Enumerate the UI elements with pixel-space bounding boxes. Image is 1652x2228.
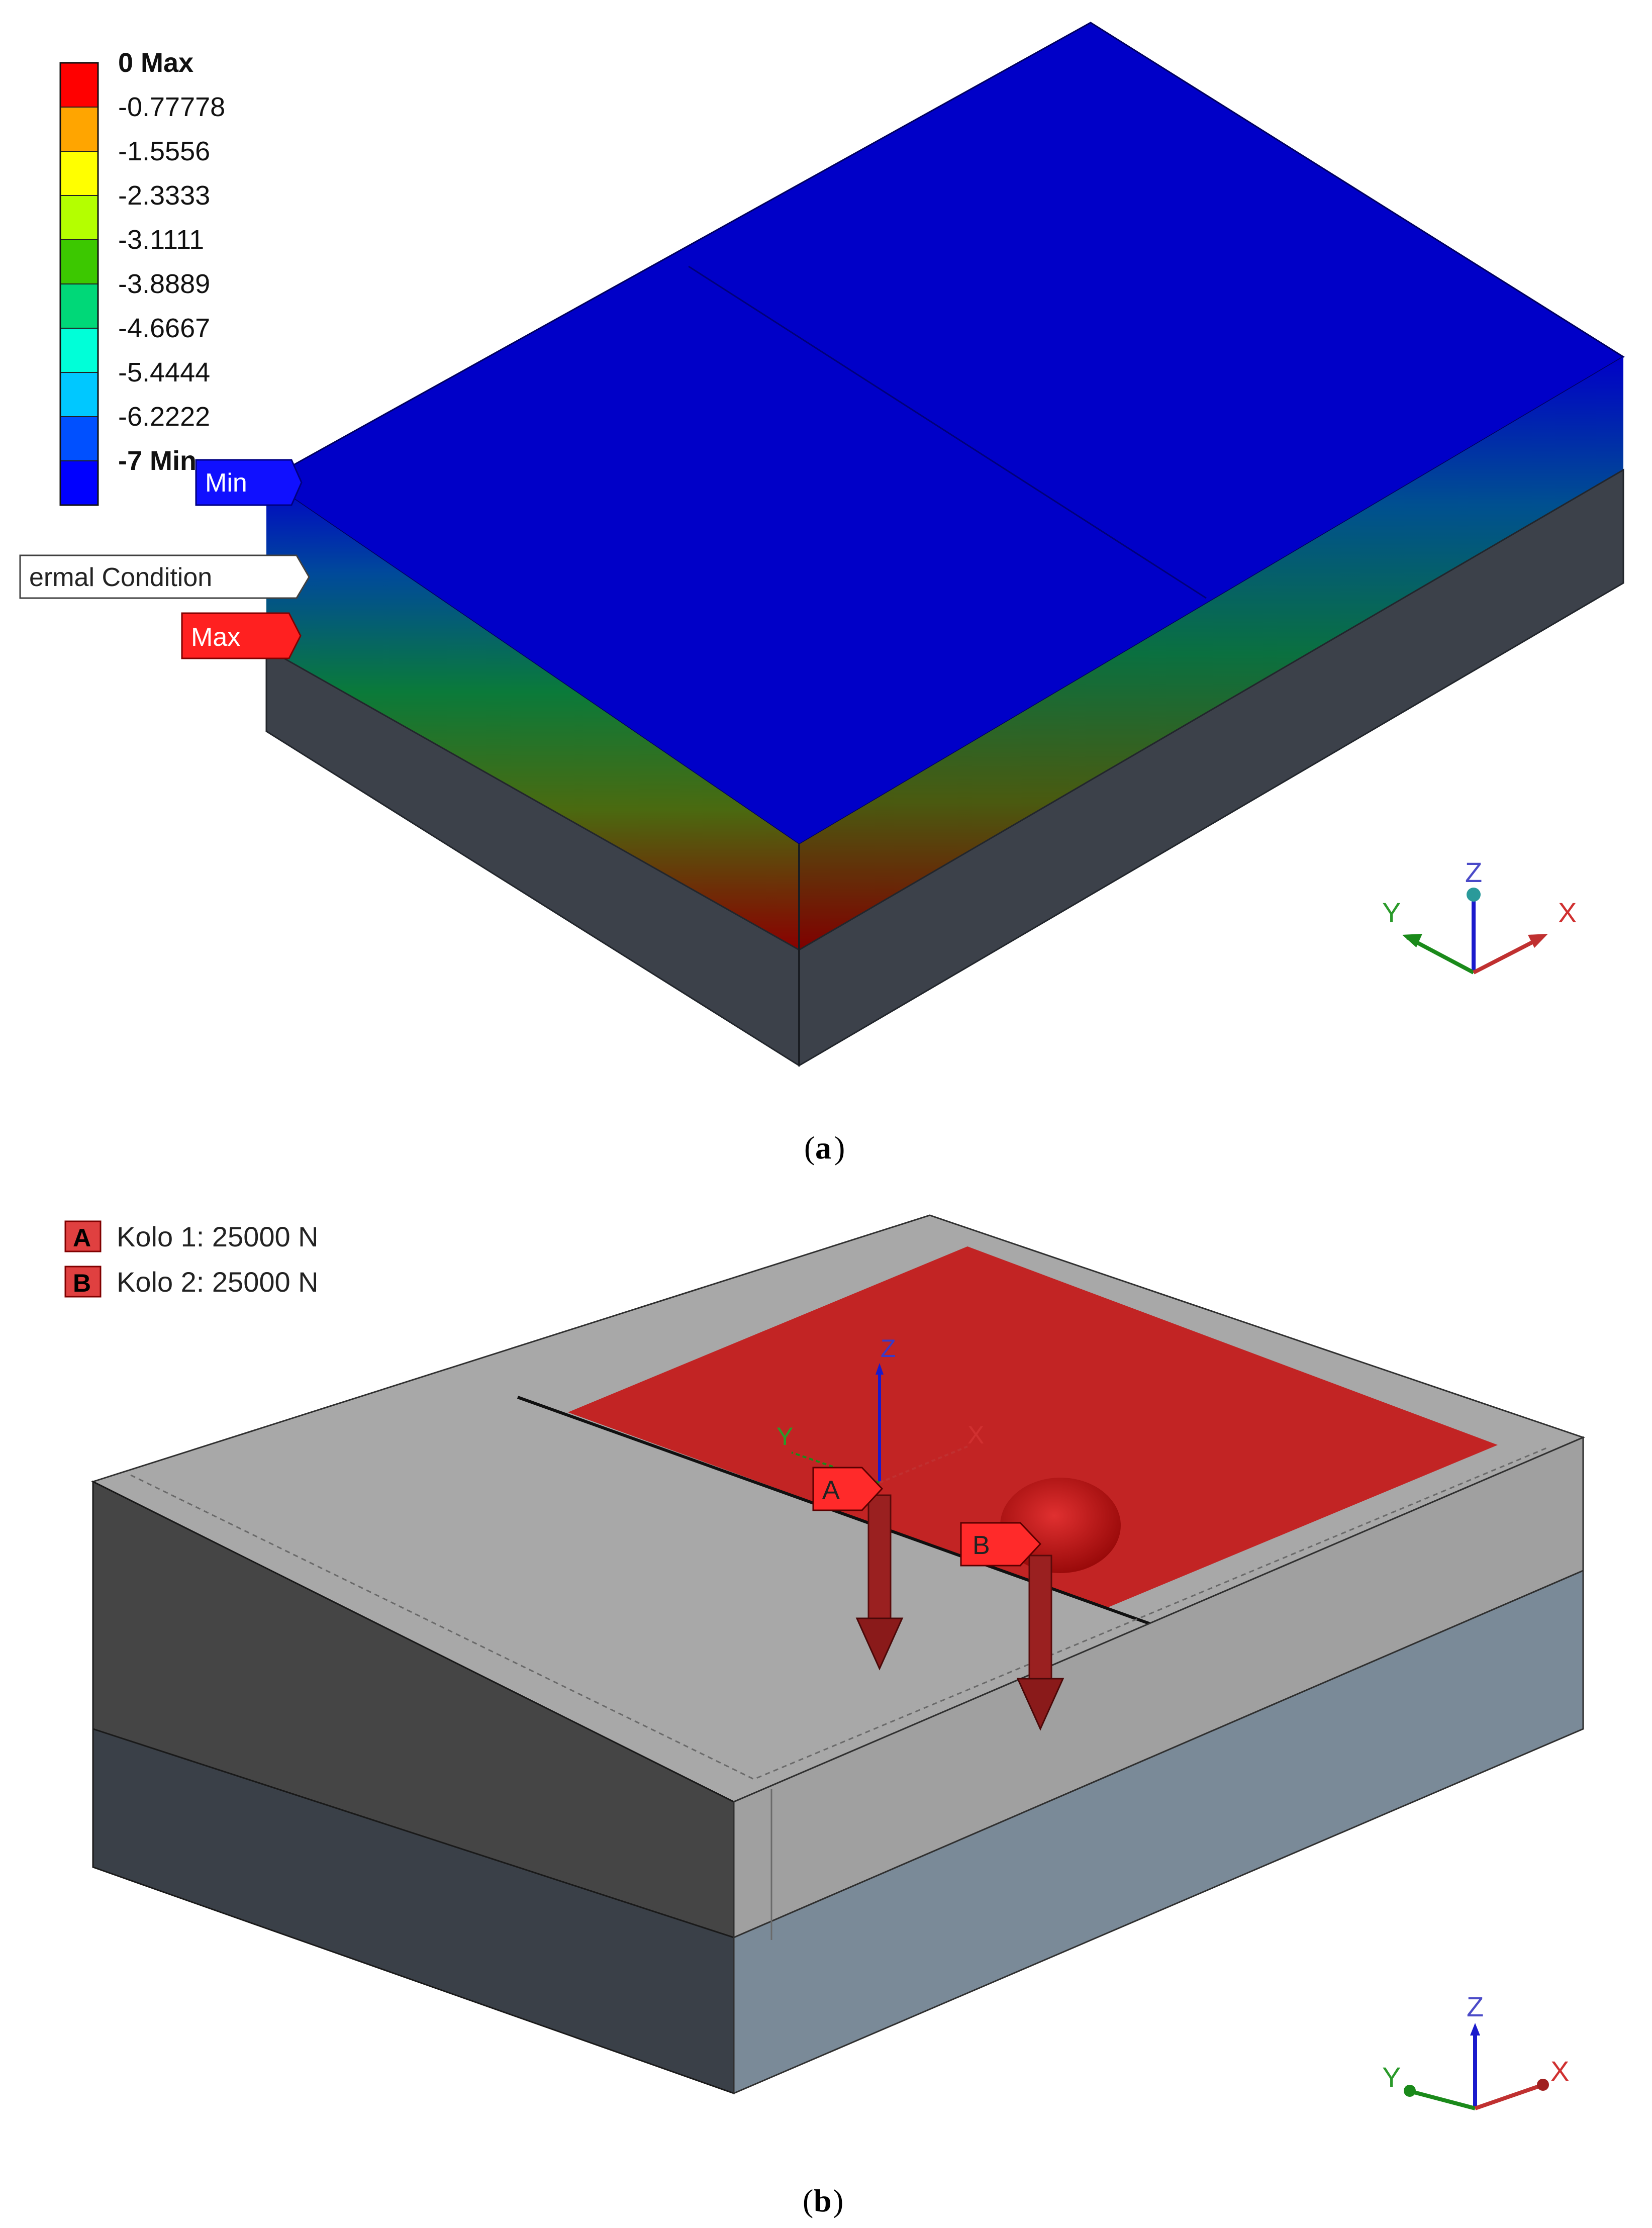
axis-y-label-b: Y — [1382, 2061, 1401, 2093]
legend-label: -5.4444 — [118, 357, 210, 388]
legend-label: -7 Min — [118, 446, 197, 476]
axis-x-label-b: X — [1550, 2055, 1569, 2087]
legend-label-b: Kolo 2: 25000 N — [117, 1266, 319, 1298]
legend-swatch — [60, 151, 99, 196]
force-arrow-b — [1016, 1555, 1064, 1731]
tag-b-label: B — [973, 1531, 990, 1560]
top-split-line — [688, 265, 1207, 599]
caption-b: ( b ) — [803, 2183, 843, 2218]
force-arrow-a — [855, 1494, 904, 1671]
legend-label: 0 Max — [118, 48, 193, 78]
legend-swatch — [60, 107, 99, 152]
load-legend-b: A Kolo 1: 25000 N B Kolo 2: 25000 N — [64, 1220, 319, 1298]
right-lower-face — [733, 1569, 1584, 2095]
panel-b: A Kolo 1: 25000 N B Kolo 2: 25000 N — [64, 1214, 1586, 2218]
tag-a: A — [812, 1467, 884, 1511]
legend-label-a: Kolo 1: 25000 N — [117, 1221, 319, 1252]
legend-label: -3.8889 — [118, 269, 210, 299]
legend-swatch — [60, 195, 99, 240]
min-tag: Min — [195, 459, 303, 506]
svg-text:): ) — [834, 1130, 845, 1166]
legend-swatch — [60, 239, 99, 284]
caption-a: ( a ) — [804, 1130, 845, 1166]
block-model-b — [91, 1214, 1586, 2095]
axis-z-label-b: Z — [1467, 1991, 1484, 2022]
legend-label: -2.3333 — [118, 180, 210, 211]
legend-label: -3.1111 — [118, 225, 204, 255]
axis-x-label: X — [1558, 897, 1577, 928]
legend-swatch — [60, 416, 99, 461]
max-tag: Max — [181, 612, 302, 659]
legend-label: -6.2222 — [118, 402, 210, 432]
caption-b-letter: b — [814, 2183, 832, 2218]
axis-y-label: Y — [1382, 897, 1401, 928]
legend-key-a: A — [73, 1224, 91, 1252]
axis-triad-b: Z Y X — [1382, 1991, 1569, 2110]
panel-a: 0 Max -0.77778 -1.5556 -2.3333 -3.1111 -3.888… — [19, 22, 1625, 1166]
legend-swatch — [60, 328, 99, 373]
legend-frame — [59, 62, 99, 506]
legend-swatch — [60, 460, 99, 506]
legend-label: -0.77778 — [118, 92, 225, 122]
legend-swatch — [60, 372, 99, 417]
svg-text:): ) — [833, 2183, 843, 2218]
legend-swatch — [60, 283, 99, 329]
right-gradient-face — [799, 357, 1623, 950]
local-x-label: X — [967, 1421, 984, 1449]
front-gradient-face — [266, 480, 799, 950]
max-tag-label: Max — [191, 623, 240, 652]
condition-tag: ermal Condition — [19, 554, 310, 599]
loaded-region — [568, 1246, 1498, 1608]
legend-label: -4.6667 — [118, 313, 210, 343]
caption-a-letter: a — [815, 1130, 831, 1166]
legend-swatch — [60, 62, 99, 108]
tag-b: B — [960, 1522, 1042, 1567]
svg-text:(: ( — [803, 2183, 813, 2218]
local-z-label: Z — [881, 1334, 896, 1363]
tag-a-label: A — [822, 1476, 840, 1505]
svg-text:(: ( — [804, 1130, 815, 1166]
min-tag-label: Min — [205, 468, 247, 498]
axis-triad-a: Z Y X — [1382, 856, 1577, 975]
legend-key-b: B — [73, 1269, 91, 1297]
local-y-label: Y — [776, 1422, 793, 1450]
legend-label: -1.5556 — [118, 136, 210, 166]
block-model-a — [265, 22, 1625, 1067]
axis-z-label: Z — [1465, 856, 1482, 888]
condition-tag-label: ermal Condition — [29, 563, 212, 592]
color-legend-a: 0 Max -0.77778 -1.5556 -2.3333 -3.1111 -3.888… — [59, 48, 225, 506]
